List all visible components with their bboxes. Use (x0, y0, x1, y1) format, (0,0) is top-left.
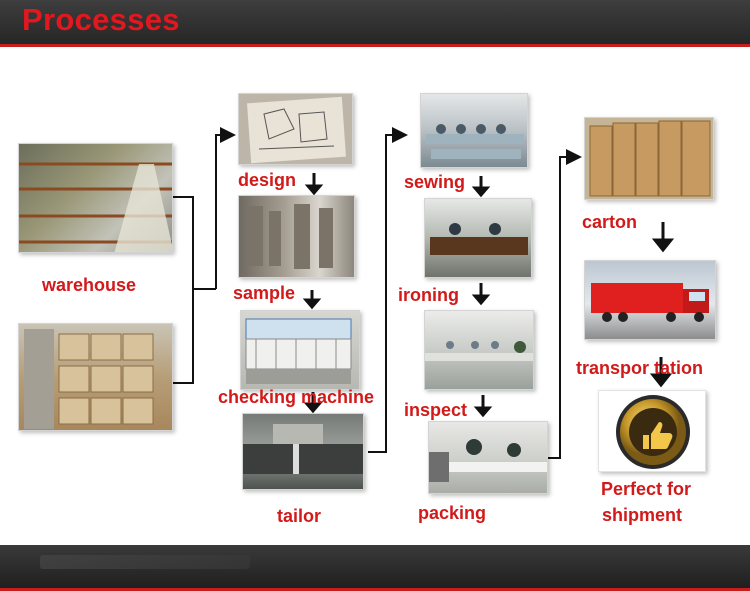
footer-bar (0, 545, 750, 591)
label-design: design (238, 170, 297, 190)
label-shipment: shipment (602, 505, 683, 525)
label-inspect: inspect (404, 400, 468, 420)
label-ironing: ironing (398, 285, 459, 305)
label-sewing: sewing (404, 172, 466, 192)
label-carton: carton (582, 212, 638, 232)
inspect-photo (424, 310, 534, 390)
warehouse-boxes-photo (18, 323, 173, 431)
label-sample: sample (233, 283, 296, 303)
transportation-truck-photo (584, 260, 716, 340)
sample-photo (238, 195, 355, 278)
label-perfect-for: Perfect for (601, 479, 692, 499)
label-packing: packing (418, 503, 487, 523)
header-bar: Processes (0, 0, 750, 47)
sewing-photo (420, 93, 528, 168)
label-transportation: transpor tation (576, 358, 704, 378)
footer-decoration (40, 555, 250, 569)
design-photo (238, 93, 353, 165)
label-checking-machine: checking machine (218, 387, 375, 407)
warehouse-shelves-photo (18, 143, 173, 253)
thumbs-up-gold-badge-icon (616, 395, 690, 469)
ironing-photo (424, 198, 532, 278)
final-badge-photo (598, 390, 706, 472)
packing-photo (428, 421, 548, 494)
checking-machine-photo (240, 310, 360, 390)
tailor-photo (242, 413, 364, 490)
carton-photo (584, 117, 714, 200)
label-tailor: tailor (277, 506, 322, 526)
label-warehouse: warehouse (42, 275, 137, 295)
page-title: Processes (22, 2, 180, 37)
